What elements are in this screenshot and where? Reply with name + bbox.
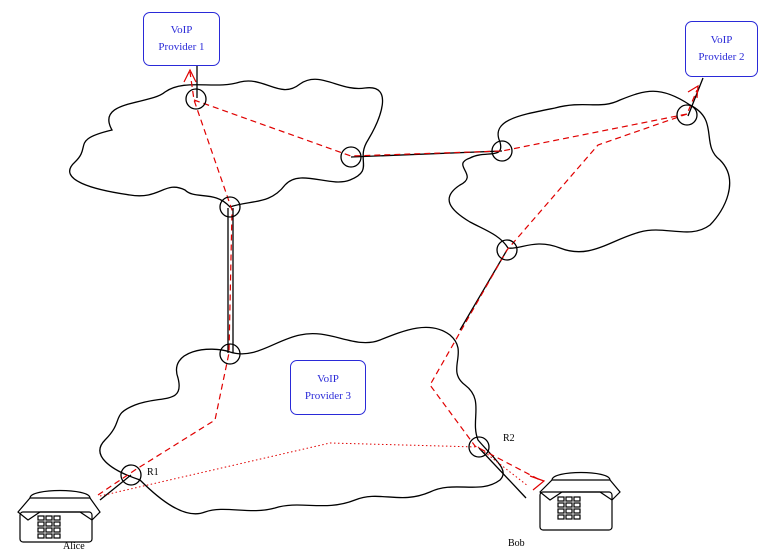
alice-phone-icon <box>17 489 101 543</box>
router-circle <box>219 343 241 365</box>
router-r2-circle <box>468 436 490 458</box>
router-circle <box>496 239 518 261</box>
router-circle <box>185 88 207 110</box>
provider-2-line1: VoIP <box>710 34 733 46</box>
router-r2-label: R2 <box>503 433 515 444</box>
media-path <box>99 442 529 497</box>
provider-1-line2: Provider 1 <box>158 41 205 53</box>
provider-3-line2: Provider 3 <box>304 389 352 402</box>
voip-provider-3-box: VoIP Provider 3 <box>290 360 366 415</box>
bob-phone-icon <box>539 471 621 531</box>
network-cloud-3 <box>99 326 504 515</box>
provider-2-line2: Provider 2 <box>698 51 745 63</box>
router-r1-circle <box>120 464 142 486</box>
provider-3-line1: VoIP <box>317 372 339 385</box>
router-circle <box>676 104 698 126</box>
voip-provider-1-box: VoIP Provider 1 <box>143 12 220 66</box>
voip-provider-2-box: VoIP Provider 2 <box>685 21 758 77</box>
router-r1-label: R1 <box>147 467 159 478</box>
bob-label: Bob <box>508 538 525 549</box>
network-cloud-1 <box>69 78 384 208</box>
alice-label: Alice <box>63 541 85 552</box>
arrow-to-provider-2 <box>687 84 699 99</box>
provider-1-line1: VoIP <box>170 24 193 36</box>
router-circle <box>491 140 513 162</box>
arrow-to-provider-1 <box>183 68 197 83</box>
arrow-to-bob <box>529 475 546 491</box>
signaling-path <box>97 71 698 496</box>
router-circle <box>340 146 362 168</box>
router-circle <box>219 196 241 218</box>
network-cloud-2 <box>448 90 731 253</box>
